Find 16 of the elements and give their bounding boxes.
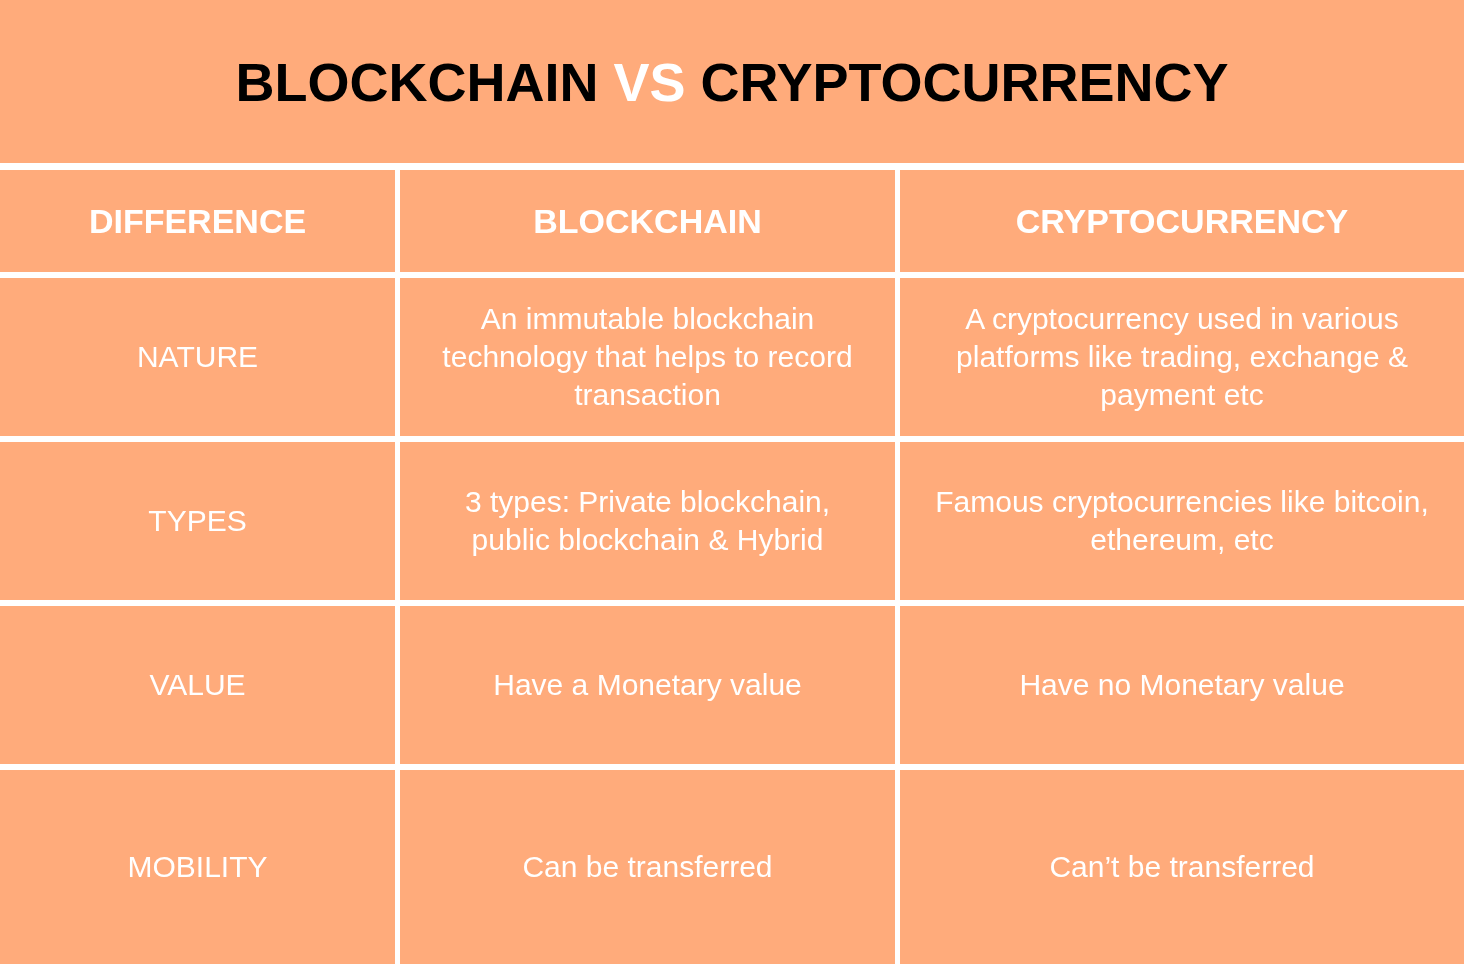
column-header: BLOCKCHAIN	[400, 170, 895, 272]
column-header: DIFFERENCE	[0, 170, 395, 272]
column-header: CRYPTOCURRENCY	[900, 170, 1464, 272]
table-cell: An immutable blockchain technology that helps to record transaction	[400, 278, 895, 436]
row-header: TYPES	[0, 442, 395, 600]
row-header: NATURE	[0, 278, 395, 436]
table-cell: Can’t be transferred	[900, 770, 1464, 964]
title: BLOCKCHAIN VS CRYPTOCURRENCY	[235, 50, 1229, 113]
table-cell: Famous cryptocurrencies like bitcoin, ethereum, etc	[900, 442, 1464, 600]
table-cell: 3 types: Private blockchain, public blockchain & Hybrid	[400, 442, 895, 600]
table-cell: A cryptocurrency used in various platforms like trading, exchange & payment etc	[900, 278, 1464, 436]
table-cell: Have no Monetary value	[900, 606, 1464, 764]
row-header: MOBILITY	[0, 770, 395, 964]
row-header: VALUE	[0, 606, 395, 764]
table-cell: Can be transferred	[400, 770, 895, 964]
table-cell: Have a Monetary value	[400, 606, 895, 764]
